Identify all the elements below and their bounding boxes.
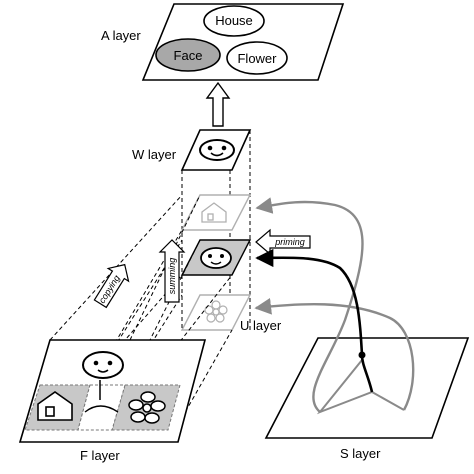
flower-icon — [128, 391, 166, 424]
black-path-face — [255, 248, 374, 393]
a-layer: House Face Flower A layer — [101, 3, 345, 81]
up-arrow — [205, 81, 231, 127]
gray-path-flower — [254, 297, 415, 411]
face-node — [155, 38, 221, 72]
priming-label: priming — [274, 237, 305, 247]
flower-icon — [204, 300, 228, 323]
gray-path-house — [255, 197, 364, 413]
priming-arrow: priming — [255, 228, 311, 256]
house-node — [203, 5, 265, 37]
house-icon — [37, 391, 73, 421]
face-icon — [200, 247, 232, 269]
gray-scan — [316, 359, 405, 415]
s-layer-label: S layer — [340, 446, 381, 461]
u-layer-house — [180, 194, 252, 231]
scan-paths — [254, 197, 415, 415]
summing-label: summing — [167, 258, 177, 295]
house-icon — [201, 202, 227, 223]
face-icon — [82, 351, 124, 400]
s-layer: S layer — [264, 337, 470, 461]
f-layer-label: F layer — [80, 448, 120, 463]
fixation-point — [358, 351, 366, 359]
face-label: Face — [174, 48, 203, 63]
f-layer: F layer — [18, 339, 207, 463]
w-layer: W layer — [132, 129, 252, 171]
face-icon — [199, 139, 235, 161]
f-tile-mid — [77, 384, 126, 431]
u-layer-label: U layer — [240, 318, 282, 333]
house-label: House — [215, 13, 253, 28]
copying-arrow: copying — [93, 263, 130, 309]
f-connector — [84, 405, 119, 413]
a-layer-label: A layer — [101, 28, 141, 43]
summing-arrow: summing — [158, 239, 186, 303]
w-layer-label: W layer — [132, 147, 177, 162]
u-layer-face — [180, 239, 252, 276]
u-layer-flower: U layer — [180, 294, 282, 333]
s-layer-plane — [264, 337, 470, 439]
flower-node — [226, 41, 288, 75]
flower-label: Flower — [237, 51, 277, 66]
